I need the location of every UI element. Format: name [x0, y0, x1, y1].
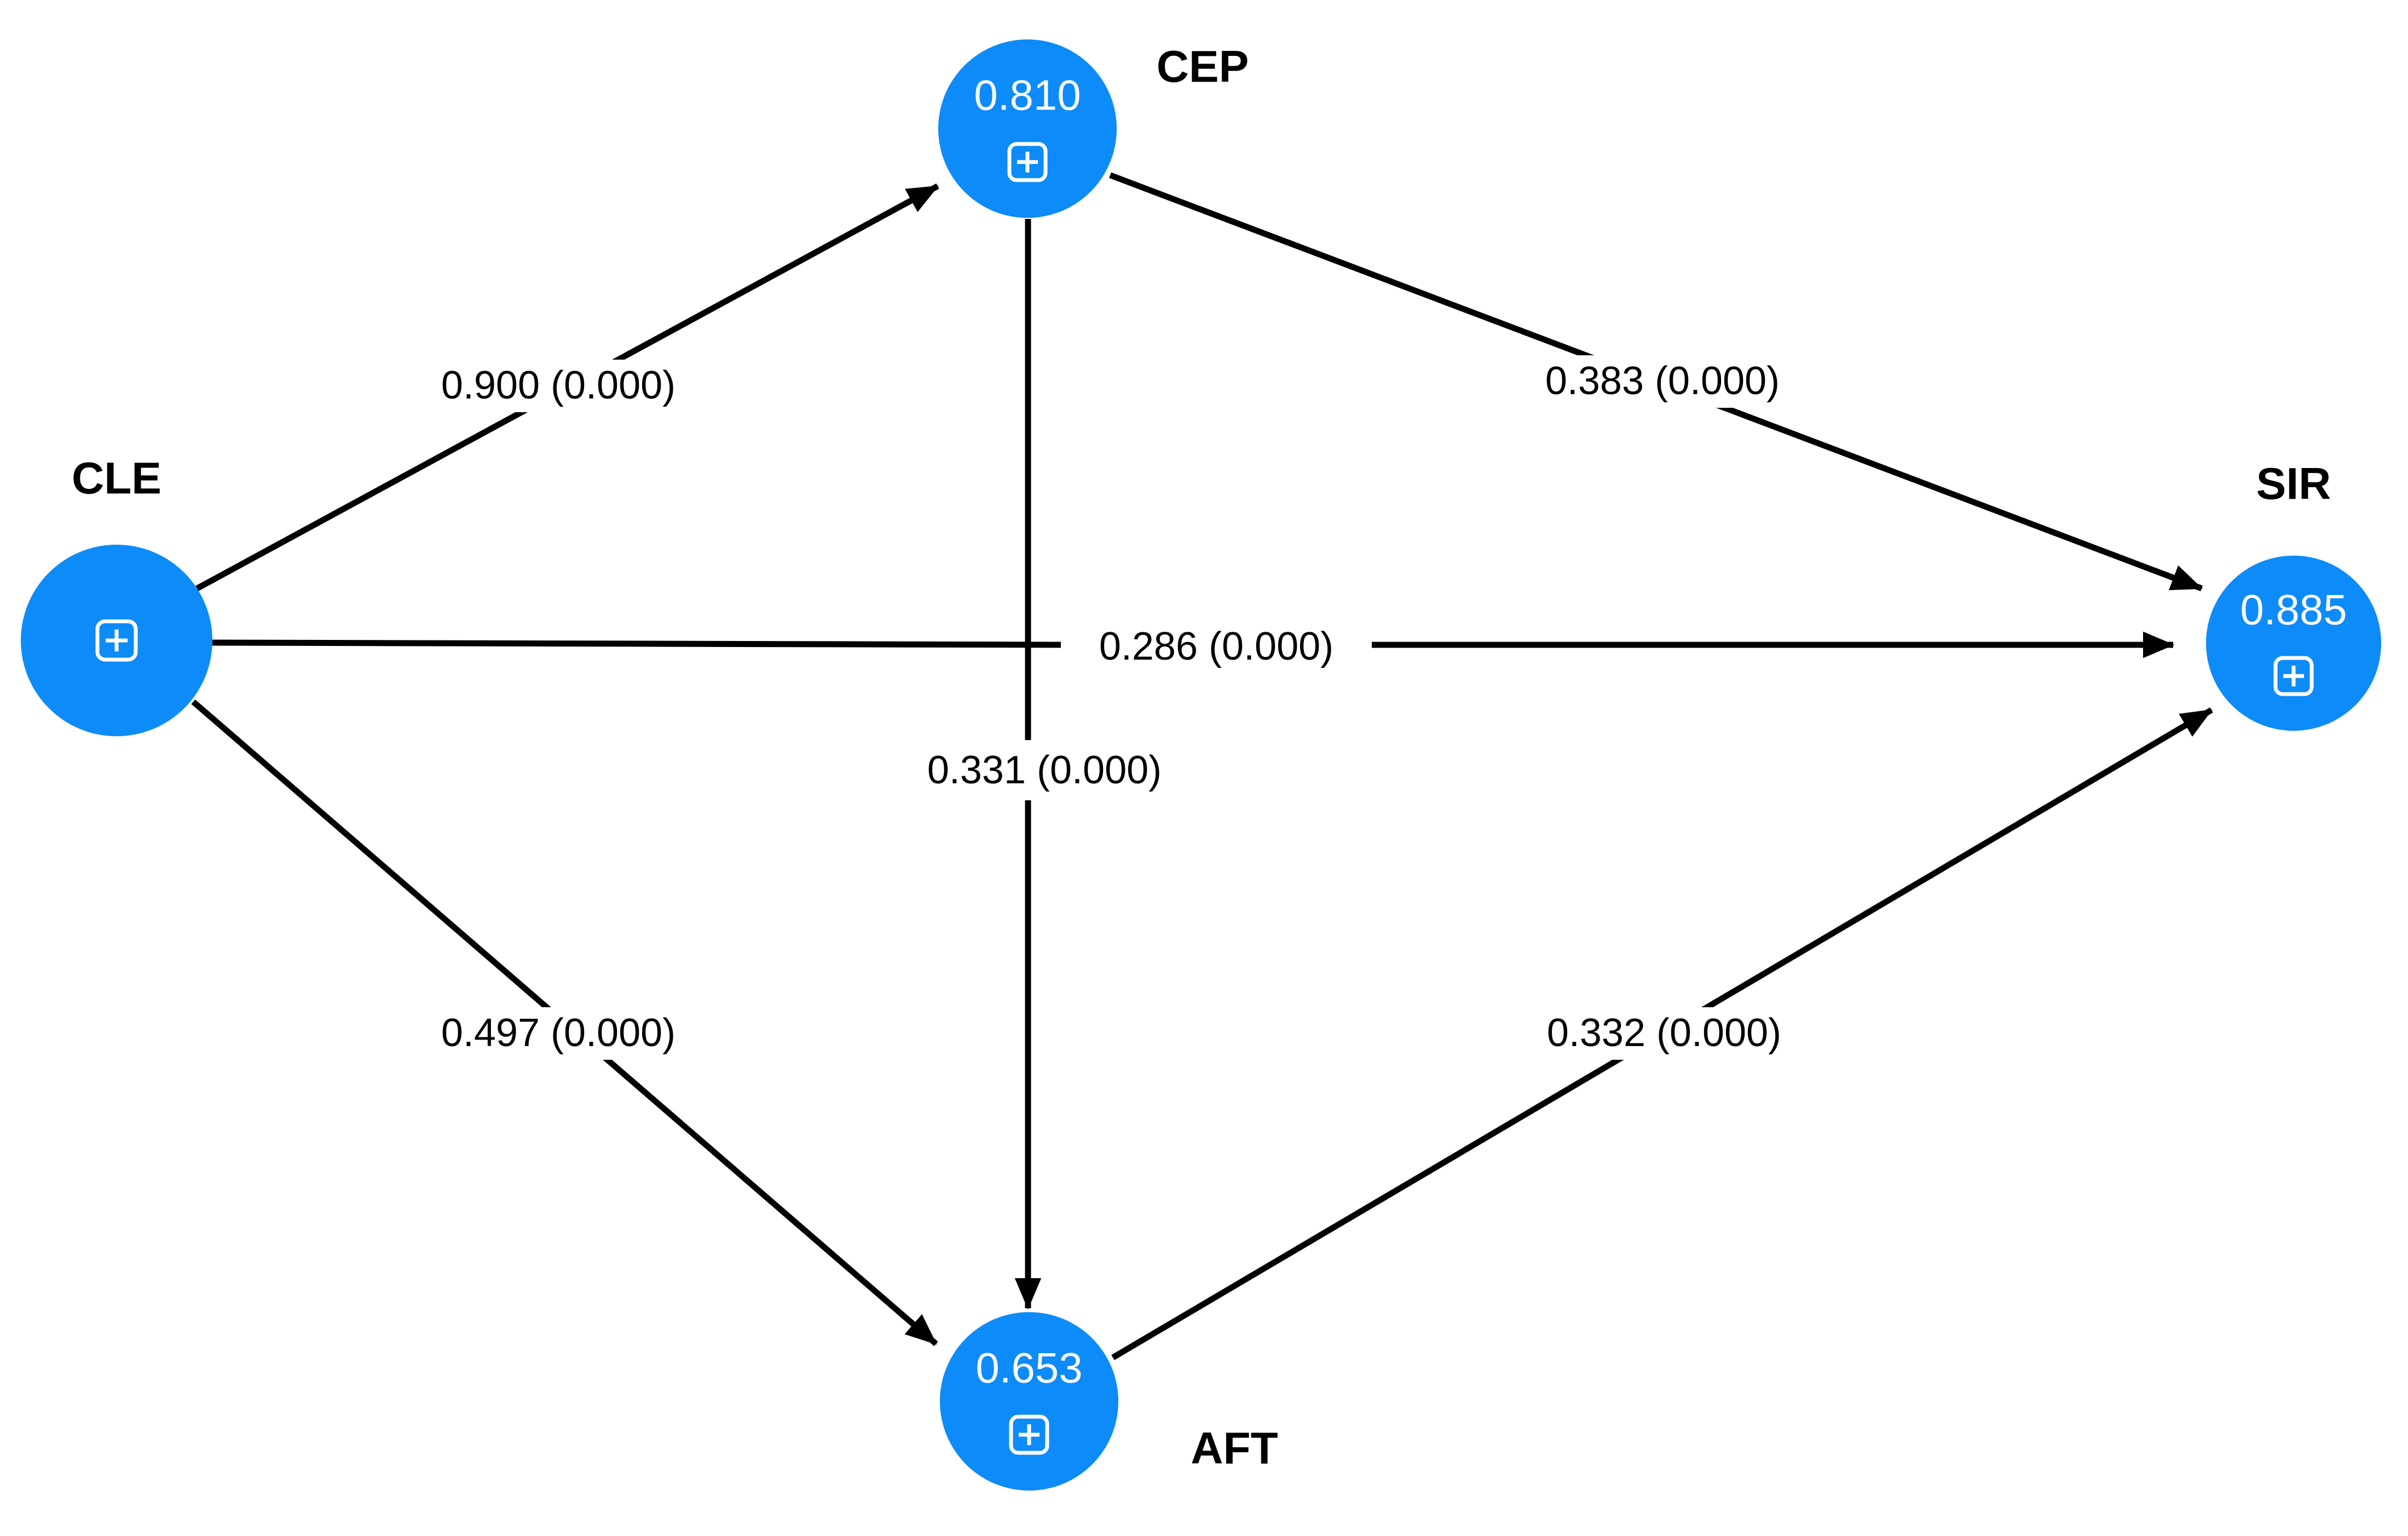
- expand-plus-icon[interactable]: [2273, 656, 2314, 696]
- path-label-cle-to-aft: 0.497 (0.000): [399, 1007, 718, 1060]
- path-label-text-aft-to-sir: 0.332 (0.000): [1547, 1011, 1781, 1055]
- path-label-cle-to-cep: 0.900 (0.000): [399, 360, 718, 412]
- node-label-cle: CLE: [72, 454, 161, 504]
- path-label-text-cep-to-aft: 0.331 (0.000): [927, 748, 1162, 792]
- path-label-cep-to-sir: 0.383 (0.000): [1503, 355, 1822, 408]
- node-circle-cep[interactable]: [938, 39, 1117, 218]
- expand-plus-icon[interactable]: [1009, 1414, 1049, 1455]
- expand-plus-icon[interactable]: [95, 619, 138, 662]
- construct-node-sir[interactable]: 0.885: [2206, 556, 2381, 731]
- path-arrow-cle-to-sir-seg1[interactable]: [212, 639, 1071, 648]
- path-label-text-cle-to-sir: 0.286 (0.000): [1099, 625, 1333, 668]
- construct-node-aft[interactable]: 0.653: [940, 1312, 1118, 1491]
- construct-node-cep[interactable]: 0.810: [938, 39, 1117, 218]
- path-label-text-cle-to-aft: 0.497 (0.000): [441, 1011, 675, 1055]
- node-r-square-cep: 0.810: [974, 71, 1081, 119]
- node-circle-aft[interactable]: [940, 1312, 1118, 1491]
- path-label-cep-to-aft: 0.331 (0.000): [885, 744, 1204, 797]
- node-label-cep: CEP: [1157, 42, 1249, 92]
- path-label-text-cep-to-sir: 0.383 (0.000): [1545, 359, 1780, 403]
- node-r-square-sir: 0.885: [2240, 586, 2347, 634]
- node-circle-sir[interactable]: [2206, 556, 2381, 731]
- path-label-cle-to-sir: 0.286 (0.000): [1061, 621, 1372, 673]
- path-label-aft-to-sir: 0.332 (0.000): [1504, 1007, 1824, 1060]
- path-label-text-cle-to-cep: 0.900 (0.000): [441, 363, 675, 407]
- node-label-aft: AFT: [1191, 1424, 1278, 1474]
- node-label-sir: SIR: [2256, 459, 2331, 509]
- node-r-square-aft: 0.653: [975, 1344, 1082, 1392]
- path-labels-layer: 0.900 (0.000) 0.383 (0.000) 0.286 (0.000…: [399, 355, 1824, 1060]
- expand-plus-icon[interactable]: [1007, 142, 1048, 182]
- construct-node-cle[interactable]: [21, 545, 212, 736]
